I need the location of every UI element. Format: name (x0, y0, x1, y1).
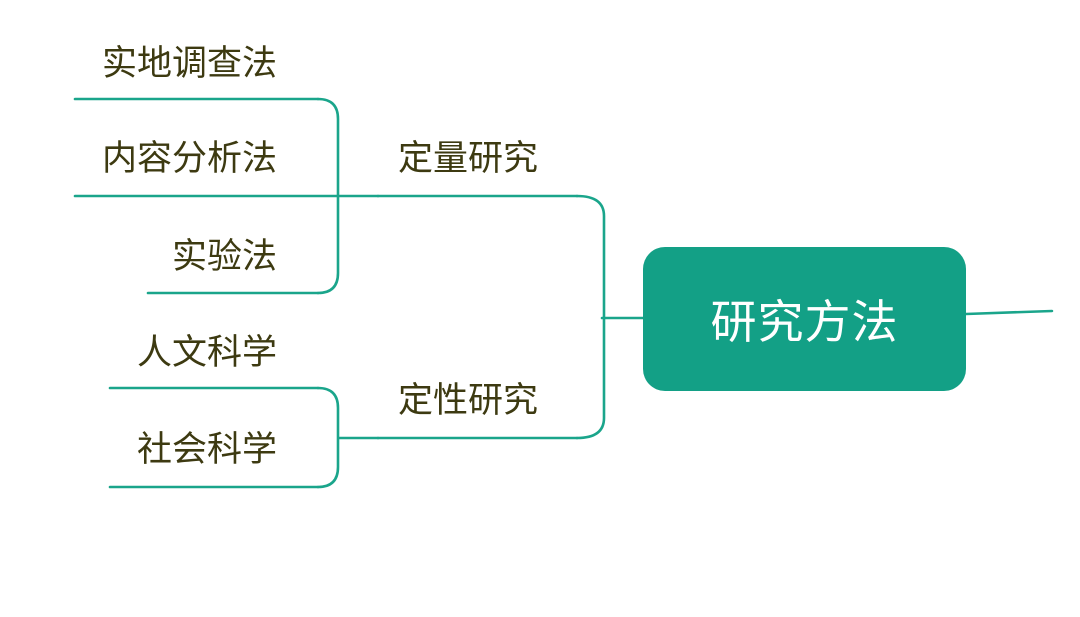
qualitative-children-connector (316, 386, 380, 489)
root-connector-right (964, 309, 1054, 316)
leaf-content-analysis[interactable]: 内容分析法 (101, 139, 277, 179)
branch-quantitative-research[interactable]: 定量研究 (398, 139, 539, 179)
leaf-experiment[interactable]: 实验法 (171, 237, 277, 277)
leaf-social-science[interactable]: 社会科学 (136, 430, 277, 470)
central-topic-node[interactable]: 研究方法 (643, 247, 966, 391)
branch-qualitative-research[interactable]: 定性研究 (398, 381, 539, 421)
central-topic-label: 研究方法 (710, 295, 899, 349)
leaf-field-survey[interactable]: 实地调查法 (101, 44, 277, 84)
leaf-humanities[interactable]: 人文科学 (136, 333, 277, 373)
root-branch-connector (575, 194, 645, 440)
